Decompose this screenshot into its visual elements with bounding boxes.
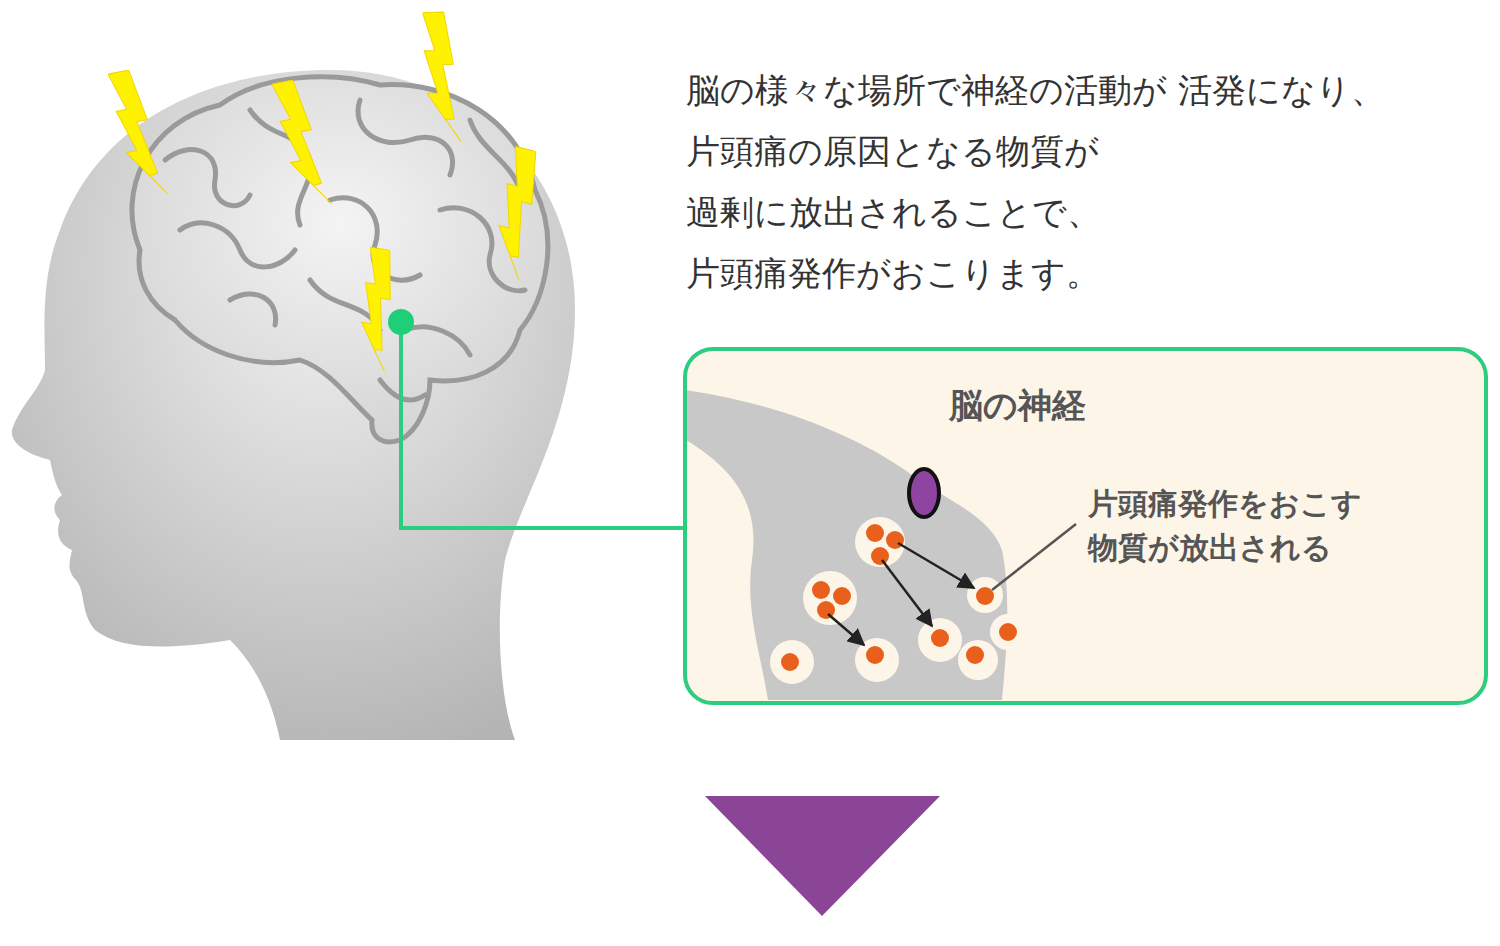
brain-outline: [132, 77, 548, 442]
description-text: 脳の様々な場所で神経の活動が 活発になり、片頭痛の原因となる物質が 過剰に放出さ…: [686, 60, 1466, 304]
lightning-bolt: [402, 9, 483, 142]
lightning-bolt: [332, 244, 424, 372]
lightning-bolt: [108, 70, 168, 194]
release-arrows: [828, 543, 974, 645]
migraine-substance: [781, 524, 1017, 671]
nerve-terminal: [687, 390, 1007, 700]
vesicles: [770, 517, 1026, 684]
receptor: [909, 469, 939, 517]
callout-box: 脳の神経: [683, 347, 1488, 705]
annotation-label: 片頭痛発作をおこす 物質が放出される: [1088, 482, 1468, 570]
head-silhouette: [12, 70, 575, 740]
box-ground: [685, 349, 1486, 703]
pointer-line: [401, 322, 683, 528]
down-arrow: [705, 796, 940, 916]
box-heading: 脳の神経: [687, 383, 1347, 429]
leader-line: [992, 524, 1076, 590]
brain-folds: [165, 100, 525, 400]
lightning-bolt: [465, 143, 572, 281]
pointer-dot: [388, 309, 414, 335]
lightning-bolt: [272, 80, 332, 204]
